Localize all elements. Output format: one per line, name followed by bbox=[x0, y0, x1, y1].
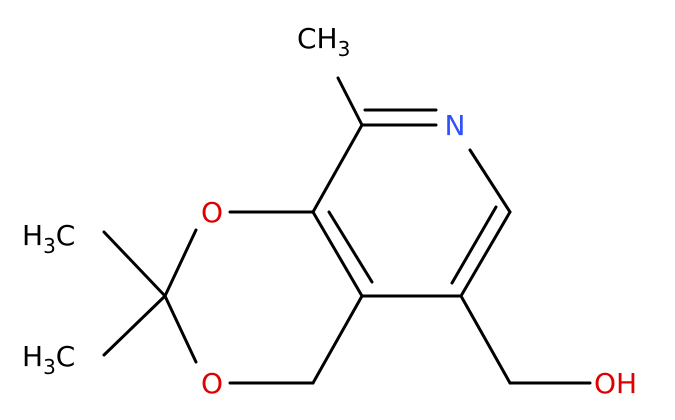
oxygen-ring-bottom-label: O bbox=[201, 367, 223, 400]
bond-c4a-c8a-double bbox=[327, 210, 374, 284]
hydroxyl-label: OH bbox=[594, 367, 637, 400]
methyl-left-lower-label: H3C bbox=[22, 340, 75, 379]
methyl-left-upper-label: H3C bbox=[22, 219, 75, 258]
bond-n-c6 bbox=[468, 148, 512, 214]
bonds bbox=[102, 76, 592, 385]
bond-c8a-c8 bbox=[311, 123, 364, 214]
bond-c2-methyl-upper bbox=[102, 230, 167, 298]
nitrogen-label: N bbox=[445, 109, 466, 142]
oxygen-ring-top-label: O bbox=[201, 196, 223, 229]
bond-methyl-top bbox=[336, 76, 364, 127]
bond-c2-o3 bbox=[163, 294, 198, 364]
bond-c6-c5-double bbox=[450, 205, 498, 285]
bond-c6-c5 bbox=[459, 210, 512, 298]
bond-c5-ch2 bbox=[459, 294, 512, 385]
bond-c4a-c8a bbox=[311, 210, 364, 298]
bond-o1-c2 bbox=[163, 228, 198, 298]
bond-c4-c4a bbox=[311, 294, 364, 385]
methyl-top-label: CH3 bbox=[297, 22, 350, 61]
bond-c2-methyl-lower bbox=[102, 294, 167, 357]
